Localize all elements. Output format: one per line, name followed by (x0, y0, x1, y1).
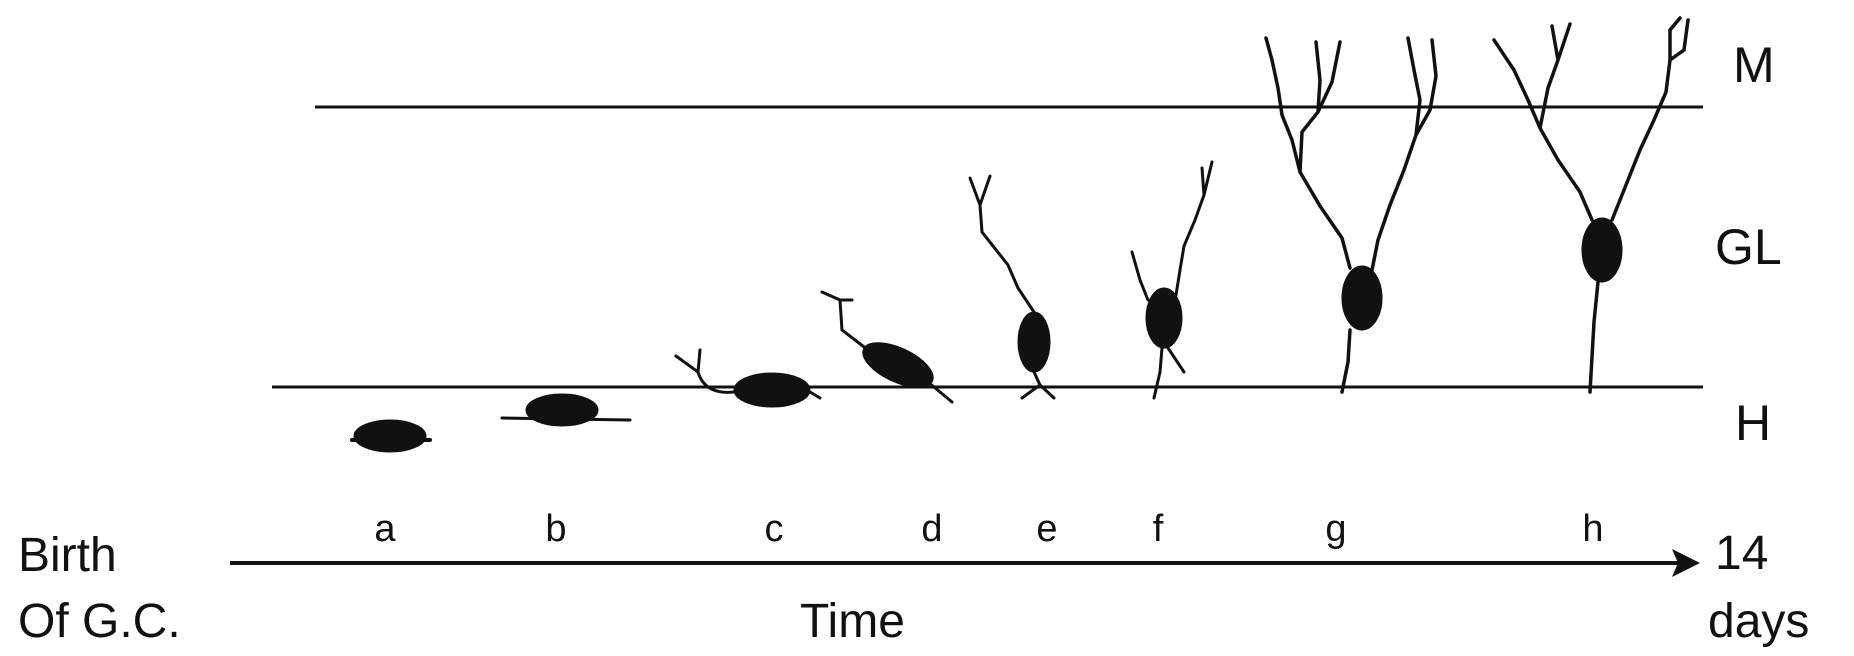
stage-label-h: h (1582, 508, 1604, 550)
cell-stage-a (350, 419, 432, 453)
stage-label-a: a (374, 508, 396, 550)
layer-label-m: M (1733, 37, 1775, 93)
axis-end-label-line2: days (1708, 595, 1810, 648)
axis-title: Time (800, 595, 905, 648)
axis-start-label-line2: Of G.C. (18, 595, 181, 648)
stage-label-b: b (545, 508, 567, 550)
time-axis-arrowhead (1672, 549, 1700, 577)
stage-label-c: c (764, 508, 784, 550)
cell-stage-e (968, 174, 1056, 400)
cell-stage-f (1130, 160, 1214, 400)
cell-stage-b (500, 393, 632, 427)
cell-stage-c (674, 348, 822, 408)
layer-label-h: H (1735, 395, 1772, 451)
cell-stage-g (1264, 36, 1438, 394)
stage-label-f: f (1152, 508, 1164, 550)
axis-start-label-line1: Birth (18, 529, 117, 582)
axis-end-label-line1: 14 (1715, 527, 1769, 580)
stage-label-d: d (921, 508, 943, 550)
layer-label-gl: GL (1715, 219, 1782, 275)
cell-stage-h (1492, 16, 1690, 394)
cell-stage-d (820, 290, 954, 404)
stage-label-e: e (1036, 508, 1058, 550)
stage-label-g: g (1325, 508, 1347, 550)
